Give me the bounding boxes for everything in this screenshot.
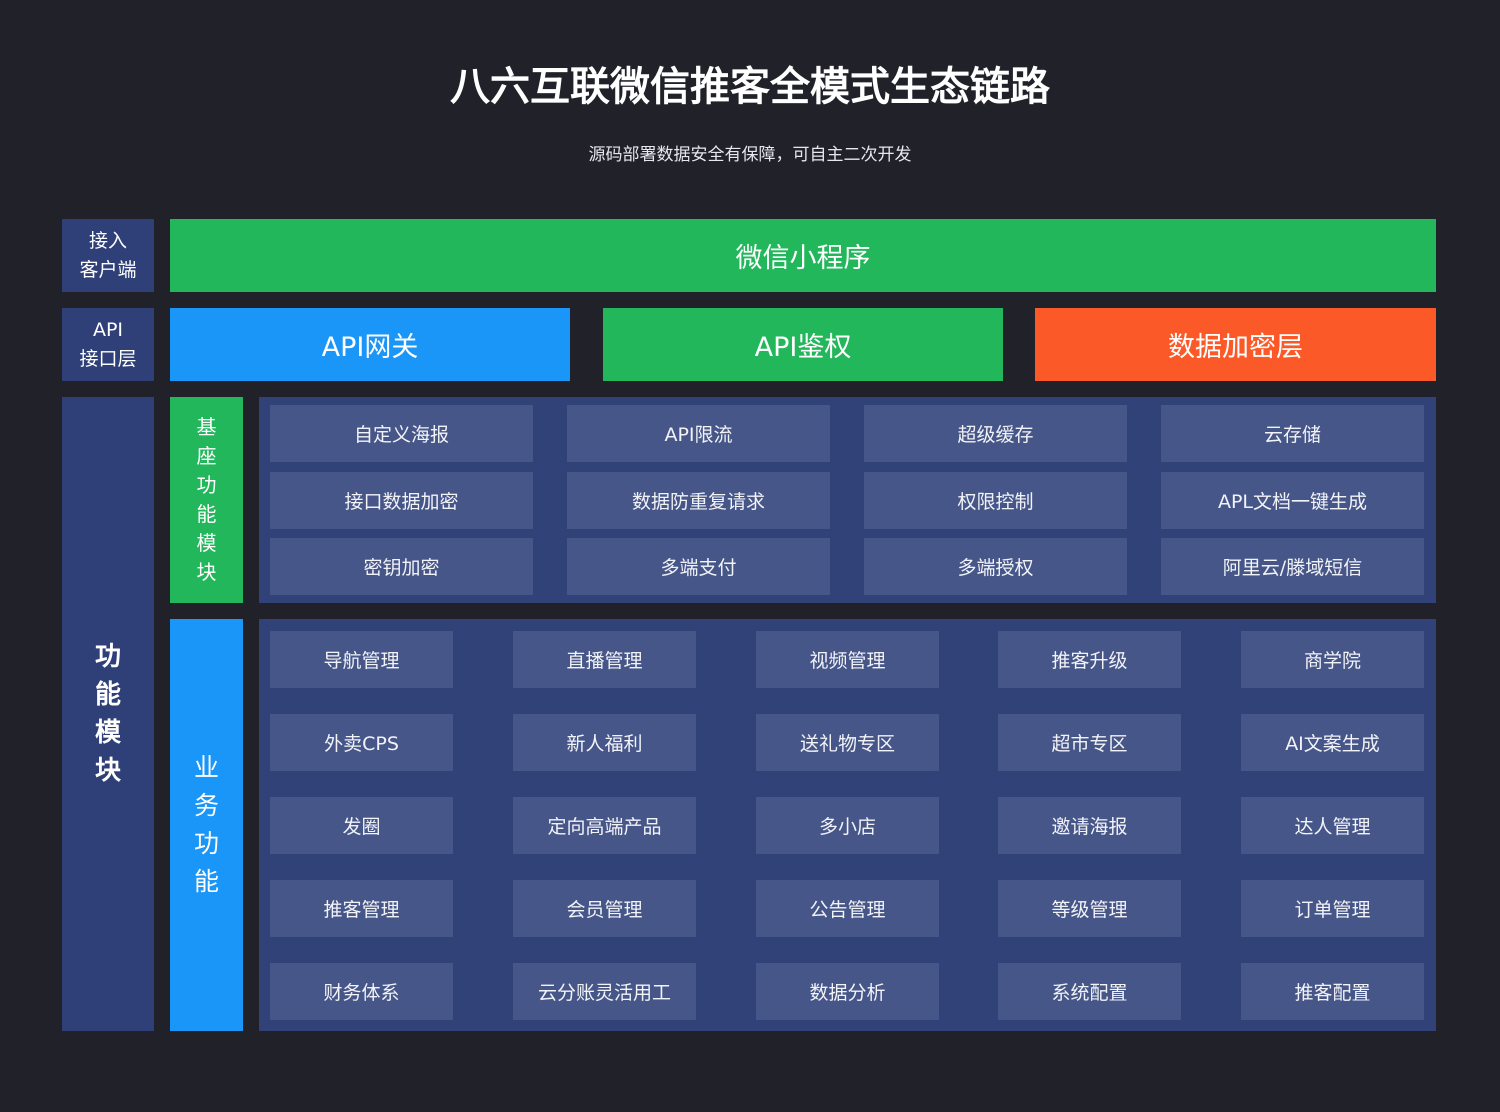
module-item: 超级缓存 (864, 405, 1127, 462)
module-item: 发圈 (270, 797, 453, 854)
label-char: 块 (196, 560, 217, 584)
api-layer-label: API 接口层 (62, 308, 154, 381)
module-item: 推客升级 (998, 631, 1181, 688)
label-line: 接口层 (79, 347, 137, 370)
module-item: 邀请海报 (998, 797, 1181, 854)
module-item: 导航管理 (270, 631, 453, 688)
module-item: AI文案生成 (1241, 714, 1424, 771)
module-item: 权限控制 (864, 472, 1127, 529)
wechat-miniprogram-block: 微信小程序 (170, 219, 1436, 292)
label-char: 功 (94, 642, 121, 672)
module-item: 达人管理 (1241, 797, 1424, 854)
label-char: 业 (193, 753, 219, 782)
module-item: 接口数据加密 (270, 472, 533, 529)
module-item: 送礼物专区 (756, 714, 939, 771)
module-item: APL文档一键生成 (1161, 472, 1424, 529)
label-line: 接入 (88, 229, 127, 252)
module-item: 公告管理 (756, 880, 939, 937)
label-line: API (92, 318, 124, 341)
api-auth-block: API鉴权 (603, 308, 1003, 381)
data-encryption-block: 数据加密层 (1035, 308, 1436, 381)
api-gateway-block: API网关 (170, 308, 570, 381)
page-title: 八六互联微信推客全模式生态链路 (450, 64, 1050, 110)
module-item: 视频管理 (756, 631, 939, 688)
module-item: 阿里云/滕域短信 (1161, 538, 1424, 595)
module-item: 直播管理 (513, 631, 696, 688)
business-function-label: 业务功能 (170, 619, 243, 1031)
module-item: 多端授权 (864, 538, 1127, 595)
base-module-panel: 自定义海报 API限流超级缓存云存储接口数据加密数据防重复请求权限控制 APL文档一… (259, 397, 1436, 603)
module-item: 推客配置 (1241, 963, 1424, 1020)
module-item: 多端支付 (567, 538, 830, 595)
label-char: 模 (196, 531, 217, 555)
module-item: 密钥加密 (270, 538, 533, 595)
page-subtitle: 源码部署数据安全有保障，可自主二次开发 (588, 144, 912, 165)
label-char: 模 (94, 718, 121, 748)
module-item: 数据防重复请求 (567, 472, 830, 529)
label-char: 基 (196, 415, 217, 439)
module-item: 会员管理 (513, 880, 696, 937)
module-item: 财务体系 (270, 963, 453, 1020)
label-char: 块 (94, 756, 121, 786)
label-char: 功 (193, 829, 219, 858)
module-item: 推客管理 (270, 880, 453, 937)
label-char: 能 (193, 867, 219, 896)
module-item: 云存储 (1161, 405, 1424, 462)
module-item: 数据分析 (756, 963, 939, 1020)
base-module-label: 基座功能模块 (170, 397, 243, 603)
module-item: 自定义海报 (270, 405, 533, 462)
module-item: 超市专区 (998, 714, 1181, 771)
label-char: 座 (196, 444, 217, 468)
function-module-label: 功能模块 (62, 397, 154, 1031)
client-layer-label: 接入 客户端 (62, 219, 154, 292)
label-char: 能 (196, 502, 217, 526)
module-item: 外卖CPS (270, 714, 453, 771)
module-item: 系统配置 (998, 963, 1181, 1020)
label-line: 客户端 (79, 258, 137, 281)
label-char: 务 (193, 791, 219, 820)
module-item: API限流 (567, 405, 830, 462)
business-function-panel: 导航管理 直播管理 视频管理 推客升级 商学院外卖CPS 新人福利 送礼物专区 超市专区 AI文… (259, 619, 1436, 1031)
module-item: 新人福利 (513, 714, 696, 771)
module-item: 商学院 (1241, 631, 1424, 688)
module-item: 等级管理 (998, 880, 1181, 937)
module-item: 定向高端产品 (513, 797, 696, 854)
label-char: 能 (94, 680, 121, 710)
label-char: 功 (196, 473, 217, 497)
module-item: 多小店 (756, 797, 939, 854)
module-item: 云分账灵活用工 (513, 963, 696, 1020)
module-item: 订单管理 (1241, 880, 1424, 937)
